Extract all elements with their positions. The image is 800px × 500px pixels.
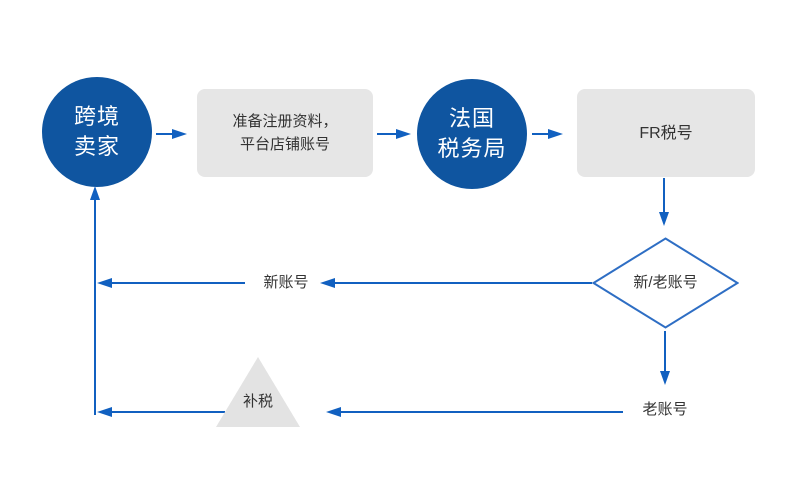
arrow-line: [156, 133, 176, 135]
arrow-line: [377, 133, 399, 135]
arrowhead-down-icon: [659, 212, 669, 226]
arrow-line: [340, 411, 623, 413]
node-decision-diamond: [592, 237, 739, 329]
seller-label-line1: 跨境: [73, 104, 120, 129]
node-back-tax-triangle: [216, 357, 300, 427]
arrow-line: [663, 178, 665, 214]
taxbureau-label-line1: 法国: [448, 106, 495, 131]
prepare-label-line2: 平台店铺账号: [239, 136, 330, 153]
arrowhead-left-icon: [97, 278, 112, 288]
arrowhead-down-icon: [660, 371, 670, 385]
prepare-label-line1: 准备注册资料，: [232, 113, 338, 130]
arrowhead-left-icon: [320, 278, 335, 288]
arrowhead-left-icon: [326, 407, 341, 417]
arrow-line: [110, 411, 225, 413]
node-french-tax-bureau: 法国 税务局: [417, 79, 527, 189]
backtax-label: 补税: [242, 393, 273, 410]
decision-label: 新/老账号: [633, 274, 698, 291]
arrowhead-right-icon: [396, 129, 411, 139]
arrow-line: [110, 282, 245, 284]
arrowhead-right-icon: [172, 129, 187, 139]
node-prepare-materials: 准备注册资料， 平台店铺账号: [197, 89, 373, 177]
arrow-line: [94, 198, 96, 415]
frtaxid-label: FR税号: [639, 124, 693, 142]
diamond-shape: [592, 237, 739, 329]
arrow-line: [664, 331, 666, 371]
arrow-line: [333, 282, 592, 284]
arrow-line: [532, 133, 552, 135]
arrowhead-right-icon: [548, 129, 563, 139]
arrowhead-left-icon: [97, 407, 112, 417]
node-fr-tax-id: FR税号: [577, 89, 755, 177]
edge-label-new-account: 新账号: [263, 274, 309, 291]
taxbureau-label-line2: 税务局: [437, 136, 507, 161]
seller-label-line2: 卖家: [73, 134, 120, 159]
node-cross-border-seller: 跨境 卖家: [42, 77, 152, 187]
arrowhead-up-icon: [90, 186, 100, 200]
edge-label-old-account: 老账号: [642, 401, 688, 418]
